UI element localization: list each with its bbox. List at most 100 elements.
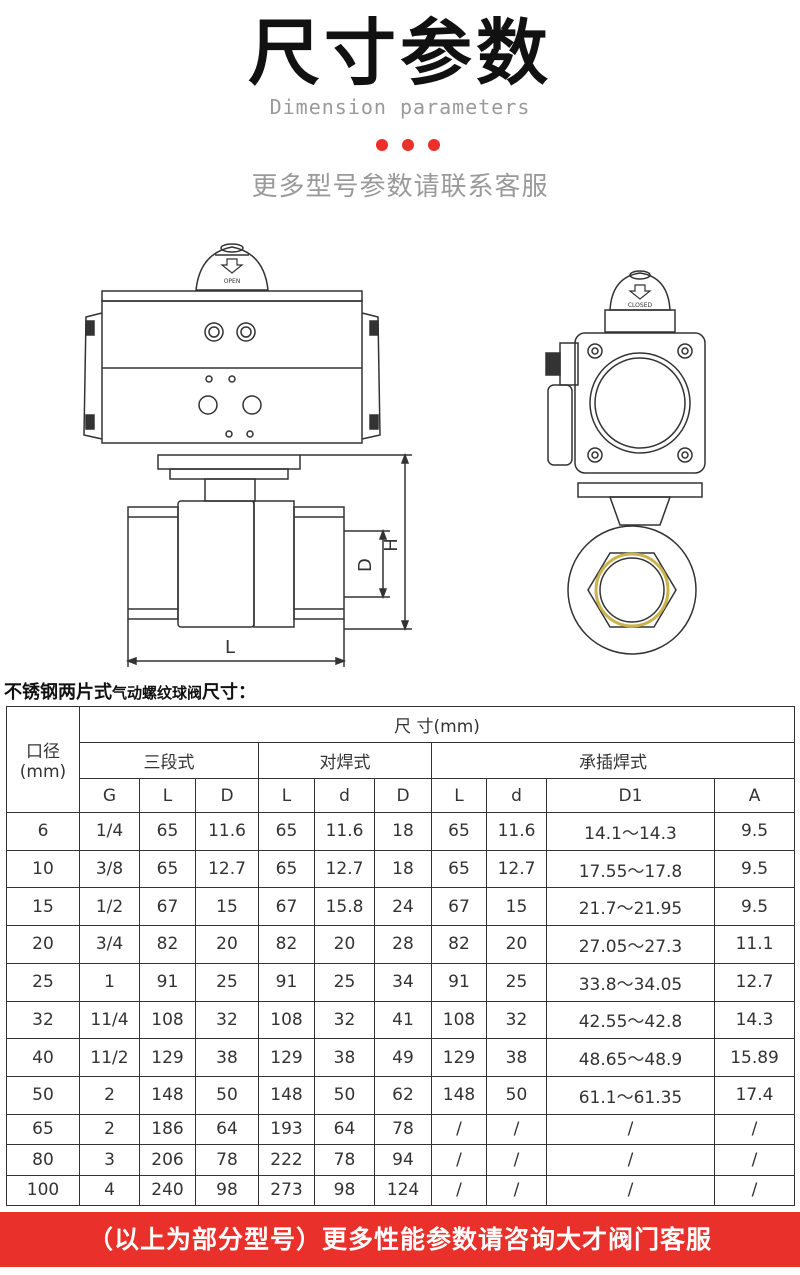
caliber-unit: (mm) — [19, 762, 67, 782]
table-cell: 27.05～27.3 — [546, 925, 715, 964]
group-header-three-piece: 三段式 — [79, 742, 259, 779]
table-cell: 193 — [258, 1113, 315, 1146]
table-cell: / — [713, 1174, 796, 1207]
table-cell: / — [713, 1144, 796, 1176]
table-cell: 65 — [139, 812, 196, 851]
table-cell: 4 — [79, 1174, 140, 1207]
table-cell: 206 — [139, 1144, 196, 1176]
table-cell: 11/4 — [79, 1000, 140, 1040]
table-cell: 11/2 — [79, 1038, 140, 1077]
table-cell: 61.1～61.35 — [546, 1075, 715, 1115]
table-cell: 98 — [195, 1174, 259, 1207]
table-cell: 62 — [374, 1075, 432, 1115]
table-cell: 20 — [195, 925, 259, 964]
table-cell: / — [431, 1174, 487, 1207]
table-cell: 18 — [374, 812, 432, 851]
table-cell: 11.6 — [195, 812, 259, 851]
table-cell: 28 — [374, 925, 432, 964]
subheader-L: L — [139, 778, 196, 813]
table-cell: 65 — [258, 812, 315, 851]
caliber-cell: 32 — [6, 1000, 80, 1040]
table-cell: 32 — [195, 1000, 259, 1040]
caliber-cell: 25 — [6, 962, 80, 1002]
table-cell: 64 — [195, 1113, 259, 1146]
subheader-D: D — [374, 778, 432, 813]
subheader-D1: D1 — [546, 778, 715, 813]
table-cell: 1 — [79, 962, 140, 1002]
table-cell: 12.7 — [195, 849, 259, 889]
table-cell: 38 — [314, 1038, 375, 1077]
front-view: OPEN — [83, 243, 412, 667]
table-cell: 14.3 — [713, 1000, 796, 1040]
table-cell: 50 — [486, 1075, 547, 1115]
caliber-cell: 10 — [6, 849, 80, 889]
table-cell: 42.55～42.8 — [546, 1000, 715, 1040]
table-cell: 38 — [486, 1038, 547, 1077]
table-cell: 12.7 — [486, 849, 547, 889]
table-title-end: 尺寸： — [202, 682, 257, 703]
closed-label: CLOSED — [628, 302, 653, 309]
table-cell: 98 — [314, 1174, 375, 1207]
table-cell: / — [546, 1174, 715, 1207]
table-title-main: 不锈钢两片式 — [4, 682, 112, 703]
side-view: CLOSED — [545, 270, 706, 655]
footer-banner: （以上为部分型号）更多性能参数请咨询大才阀门客服 — [0, 1212, 800, 1267]
table-cell: 14.1～14.3 — [546, 812, 715, 851]
table-cell: / — [546, 1144, 715, 1176]
table-cell: 24 — [374, 887, 432, 927]
caliber-cell: 20 — [6, 925, 80, 964]
table-cell: 82 — [258, 925, 315, 964]
table-cell: 2 — [79, 1075, 140, 1115]
table-cell: / — [431, 1113, 487, 1146]
table-cell: 65 — [431, 812, 487, 851]
caliber-header-cell: 口径 (mm) — [6, 706, 80, 813]
page-title: 尺寸参数 — [247, 11, 552, 95]
table-cell: 129 — [139, 1038, 196, 1077]
caliber-header: 口径 — [26, 742, 60, 762]
table-cell: / — [431, 1144, 487, 1176]
subtitle-english: Dimension parameters — [269, 95, 531, 119]
table-cell: 94 — [374, 1144, 432, 1176]
table-cell: 15.8 — [314, 887, 375, 927]
table-cell: 1/2 — [79, 887, 140, 927]
table-cell: 186 — [139, 1113, 196, 1146]
table-cell: 273 — [258, 1174, 315, 1207]
group-header-socket-weld: 承插焊式 — [430, 742, 796, 779]
table-cell: 25 — [314, 962, 375, 1002]
table-cell: 148 — [431, 1075, 487, 1115]
table-cell: 3 — [79, 1144, 140, 1176]
table-cell: / — [486, 1174, 547, 1207]
table-cell: 34 — [374, 962, 432, 1002]
table-cell: 12.7 — [314, 849, 375, 889]
subtitle-chinese: 更多型号参数请联系客服 — [251, 172, 549, 202]
table-cell: / — [486, 1113, 547, 1146]
table-cell: 240 — [139, 1174, 196, 1207]
table-cell: 11.1 — [713, 925, 796, 964]
table-cell: 50 — [314, 1075, 375, 1115]
table-cell: 91 — [258, 962, 315, 1002]
table-cell: 41 — [374, 1000, 432, 1040]
table-cell: 33.8～34.05 — [546, 962, 715, 1002]
subheader-L: L — [258, 778, 315, 813]
table-cell: 21.7～21.95 — [546, 887, 715, 927]
table-cell: 48.65～48.9 — [546, 1038, 715, 1077]
table-cell: 78 — [195, 1144, 259, 1176]
table-cell: 32 — [486, 1000, 547, 1040]
table-cell: 124 — [374, 1174, 432, 1207]
dimension-H-label: H — [381, 538, 402, 552]
dimension-table: 口径 (mm) 尺 寸(mm) 三段式 对焊式 承插焊式 G L D L d D… — [6, 706, 796, 1207]
table-cell: 11.6 — [486, 812, 547, 851]
decorative-dots — [373, 139, 443, 153]
table-cell: 15 — [195, 887, 259, 927]
caliber-cell: 80 — [6, 1144, 80, 1176]
table-cell: 148 — [139, 1075, 196, 1115]
size-header: 尺 寸(mm) — [78, 706, 796, 743]
group-header-butt-weld: 对焊式 — [258, 742, 432, 779]
table-cell: 82 — [431, 925, 487, 964]
